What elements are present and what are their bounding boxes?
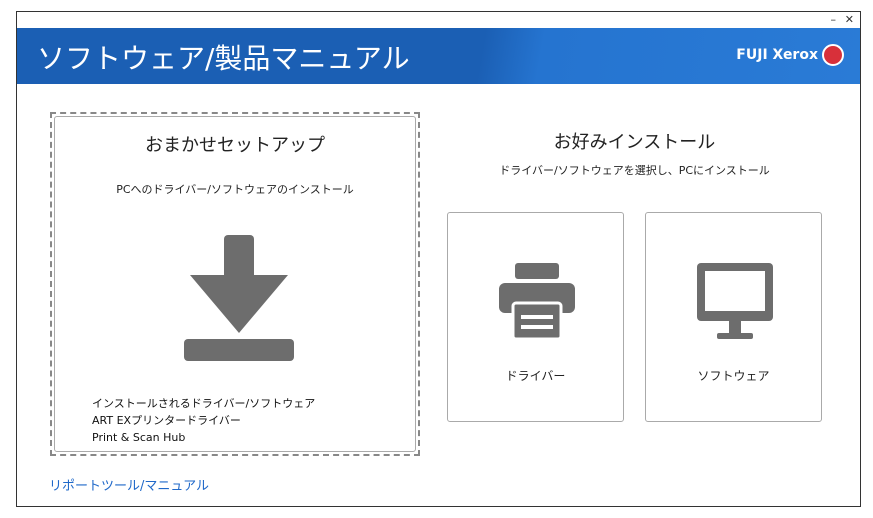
close-button[interactable]: ✕ xyxy=(844,13,854,26)
minimize-button[interactable]: – xyxy=(830,13,837,26)
brand-logo-icon xyxy=(822,44,844,66)
monitor-icon xyxy=(697,263,773,339)
software-label: ソフトウェア xyxy=(697,369,770,383)
custom-install-subtitle: ドライバー/ソフトウェアを選択し、PCにインストール xyxy=(499,164,770,177)
auto-setup-title: おまかせセットアップ xyxy=(145,135,325,156)
driver-tile[interactable]: ドライバー xyxy=(447,212,624,422)
software-tile[interactable]: ソフトウェア xyxy=(645,212,822,422)
driver-label: ドライバー xyxy=(505,369,566,383)
printer-icon xyxy=(499,263,575,339)
custom-install-title: お好みインストール xyxy=(553,132,716,153)
header-banner: ソフトウェア/製品マニュアル FUJI Xerox xyxy=(17,28,860,84)
installed-list-heading: インストールされるドライバー/ソフトウェア xyxy=(92,397,316,410)
installed-item: Print & Scan Hub xyxy=(92,431,186,444)
download-icon xyxy=(184,235,294,361)
installed-item: ART EXプリンタードライバー xyxy=(92,414,241,427)
report-tool-manual-link[interactable]: リポートツール/マニュアル xyxy=(49,479,209,494)
brand-logo: FUJI Xerox xyxy=(736,47,818,63)
auto-setup-button[interactable]: おまかせセットアップ PCへのドライバー/ソフトウェアのインストール インストー… xyxy=(50,112,420,456)
page-title: ソフトウェア/製品マニュアル xyxy=(37,42,410,75)
auto-setup-subtitle: PCへのドライバー/ソフトウェアのインストール xyxy=(116,183,354,196)
app-window: – ✕ ソフトウェア/製品マニュアル FUJI Xerox おまかせセットアップ… xyxy=(16,11,861,507)
